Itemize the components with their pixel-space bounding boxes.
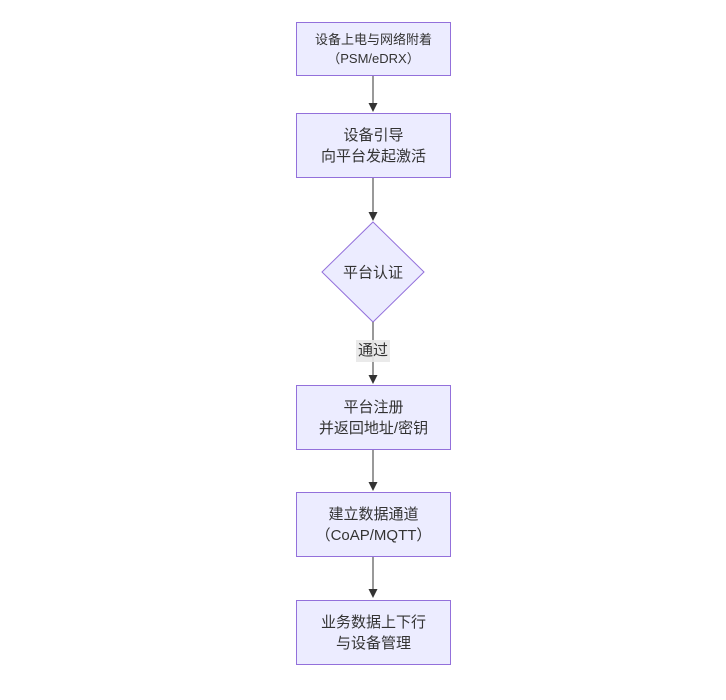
node-text-line: 设备引导 <box>343 126 404 144</box>
node-platform-auth-decision: 平台认证 <box>342 264 404 282</box>
node-text-line: 设备上电与网络附着 <box>314 32 432 47</box>
node-text-line: 并返回地址/密钥 <box>318 419 429 437</box>
arrowhead-icon <box>368 482 378 491</box>
arrowhead-icon <box>368 212 378 221</box>
edge-label-pass: 通过 <box>355 340 391 362</box>
node-text-line: 与设备管理 <box>335 634 411 652</box>
node-text-line: （CoAP/MQTT） <box>315 526 432 544</box>
arrowhead-icon <box>368 375 378 384</box>
node-establish-data-channel: 建立数据通道 （CoAP/MQTT） <box>296 492 451 557</box>
arrowhead-icon <box>368 103 378 112</box>
node-text-line: 向平台发起激活 <box>320 147 426 165</box>
arrowhead-icon <box>368 589 378 598</box>
node-text-line: （PSM/eDRX） <box>327 51 420 66</box>
node-power-on-network-attach: 设备上电与网络附着 （PSM/eDRX） <box>296 22 451 76</box>
node-platform-registration: 平台注册 并返回地址/密钥 <box>296 385 451 450</box>
node-text-line: 建立数据通道 <box>328 505 419 523</box>
node-device-bootstrap-activation: 设备引导 向平台发起激活 <box>296 113 451 178</box>
node-text-line: 平台注册 <box>343 398 404 416</box>
node-text-line: 业务数据上下行 <box>320 613 426 631</box>
node-business-data-device-mgmt: 业务数据上下行 与设备管理 <box>296 600 451 665</box>
